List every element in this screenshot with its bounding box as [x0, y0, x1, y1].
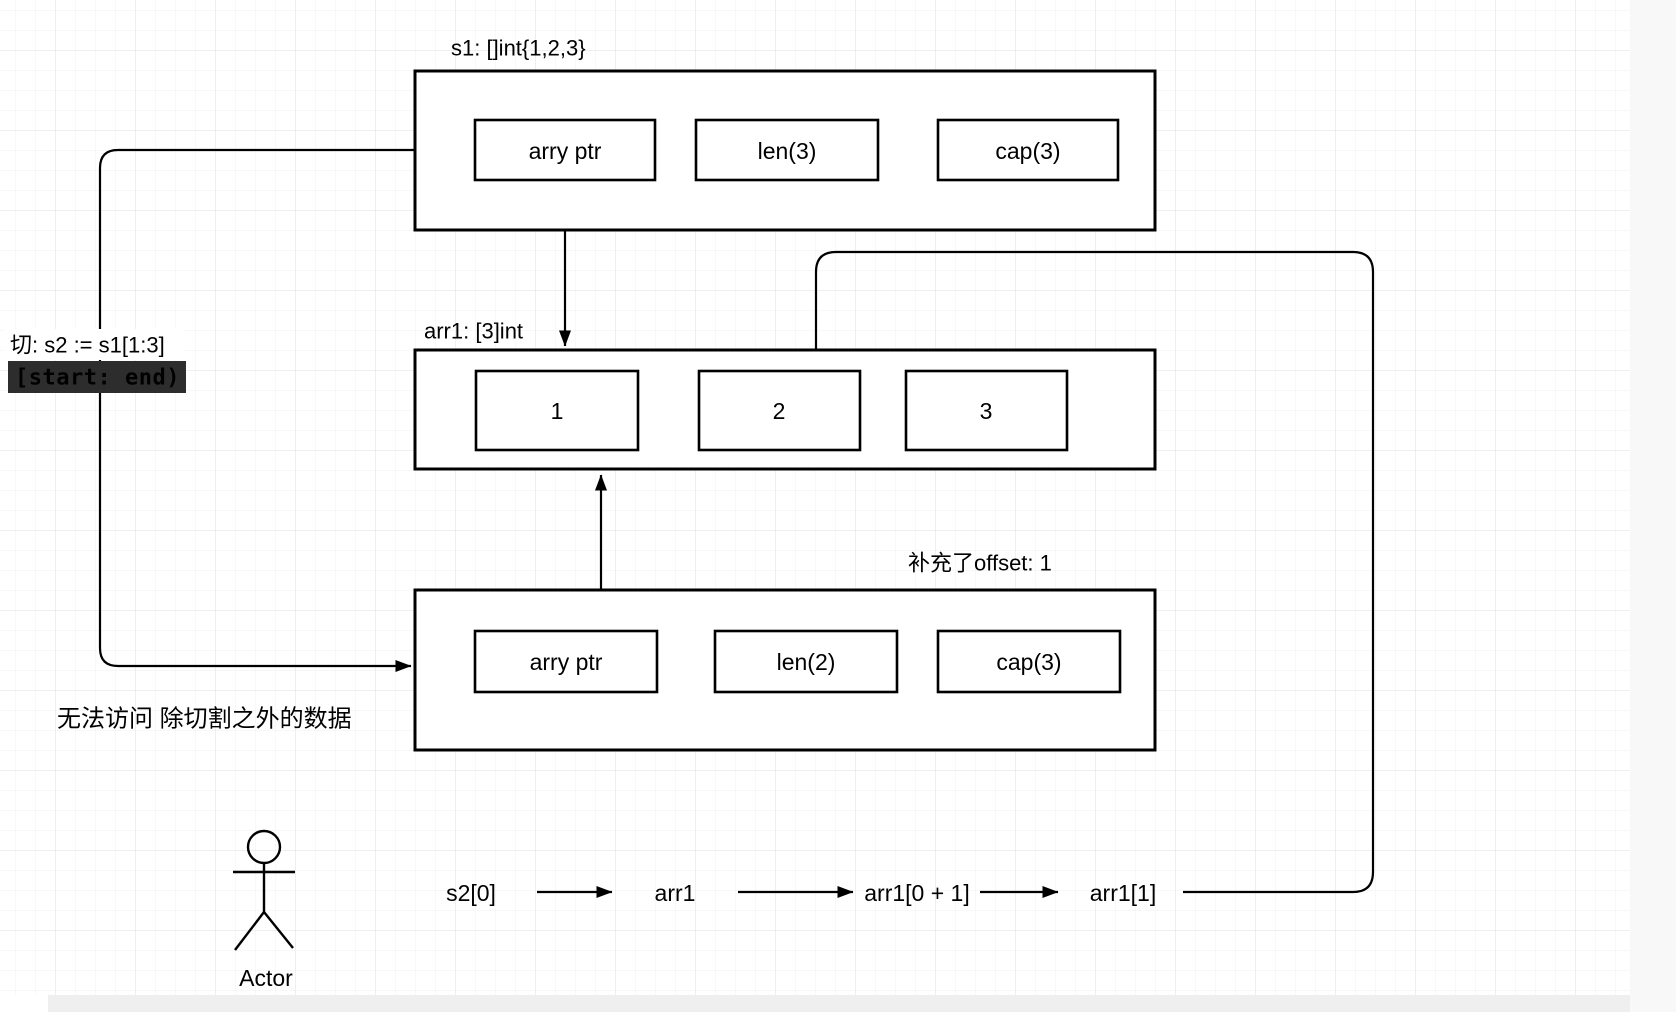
- s2-field-arry-ptr[interactable]: [473, 629, 659, 694]
- outside-canvas-right: [1630, 0, 1676, 1012]
- s1-field-arry-ptr-label: arry ptr: [529, 138, 602, 164]
- actor-leg-right: [263, 911, 294, 949]
- s1-field-arry-ptr[interactable]: [473, 118, 657, 182]
- s2-field-cap-label: cap(3): [996, 649, 1061, 675]
- slice-note-bg: [4, 329, 184, 360]
- slice-note: 切: s2 := s1[1:3]: [10, 333, 165, 358]
- flow-step-s2of0[interactable]: s2[0]: [446, 880, 496, 906]
- arr1-cell-0[interactable]: [474, 369, 640, 452]
- connector-arr1of1-to-cell2[interactable]: [810, 250, 1375, 894]
- scrollbar-corner: [0, 995, 48, 1012]
- s1-field-len-label: len(3): [758, 138, 817, 164]
- s2-field-len[interactable]: [713, 629, 899, 694]
- s2-field-cap[interactable]: [936, 629, 1122, 694]
- arr1-title: arr1: [3]int: [424, 319, 523, 344]
- arr1-cell-0-value: 1: [551, 398, 564, 424]
- s1-field-cap[interactable]: [936, 118, 1120, 182]
- range-badge[interactable]: [8, 361, 186, 393]
- actor-figure[interactable]: [233, 829, 295, 951]
- s1-field-len[interactable]: [694, 118, 880, 182]
- arr1-cell-1-value: 2: [773, 398, 786, 424]
- actor-label: Actor: [239, 965, 293, 991]
- s2-field-len-label: len(2): [777, 649, 836, 675]
- arr1-cell-2-value: 3: [980, 398, 993, 424]
- flow-step-arr1[interactable]: arr1: [655, 880, 696, 906]
- range-badge-label: [start: end): [15, 366, 180, 391]
- flow-step-arr1of1[interactable]: arr1[1]: [1090, 880, 1156, 906]
- s2-field-arry-ptr-label: arry ptr: [530, 649, 603, 675]
- connector-s1-to-s2-struct[interactable]: [98, 148, 415, 672]
- flow-step-arr1of0plus1[interactable]: arr1[0 + 1]: [864, 880, 969, 906]
- arr1-cell-2[interactable]: [904, 369, 1069, 452]
- no-access-note: 无法访问 除切割之外的数据: [57, 706, 352, 733]
- arr1-cell-1[interactable]: [697, 369, 862, 452]
- s1-field-cap-label: cap(3): [995, 138, 1060, 164]
- s1-title: s1: []int{1,2,3}: [451, 36, 586, 61]
- actor-leg-left: [234, 911, 265, 951]
- s2-offset-title: 补充了offset: 1: [908, 551, 1052, 576]
- horizontal-scrollbar-track[interactable]: [0, 995, 1630, 1012]
